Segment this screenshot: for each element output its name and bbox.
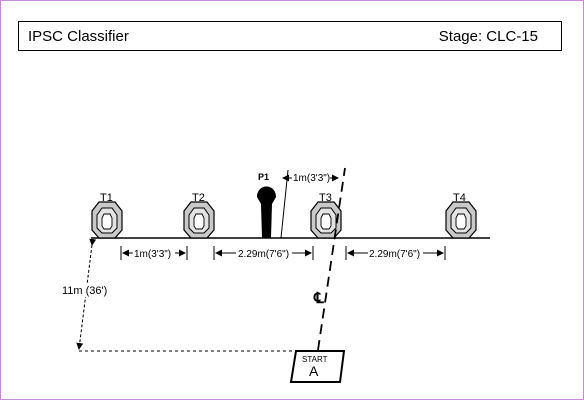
target-t1-label: T1 xyxy=(100,192,113,204)
target-t4-shape xyxy=(445,201,477,239)
start-box-shape xyxy=(289,350,346,383)
t1-t2-gap-label: 1m(3'3") xyxy=(134,249,171,260)
t2-t3-gap-label: 2.29m(7'6") xyxy=(238,249,289,260)
start-box-letter: A xyxy=(309,363,319,379)
popper-p1-label: P1 xyxy=(258,172,269,182)
stage-code: Stage: CLC-15 xyxy=(438,28,538,45)
start-box-a: START A xyxy=(289,350,346,383)
target-t1: T1 xyxy=(91,192,123,239)
target-t3: T3 xyxy=(310,192,342,239)
distance-label: 11m (36') xyxy=(62,285,107,297)
stage-header: IPSC Classifier Stage: CLC-15 xyxy=(18,21,562,51)
target-t4: T4 xyxy=(445,192,477,239)
distance-label-bg xyxy=(60,283,122,297)
p1-offset-label: 1m(3'3") xyxy=(293,173,330,184)
popper-p1: P1 xyxy=(257,172,276,238)
target-t4-label: T4 xyxy=(453,192,466,204)
target-t3-label: T3 xyxy=(319,192,332,204)
classifier-title: IPSC Classifier xyxy=(28,28,129,45)
p1-extension-line xyxy=(280,169,289,239)
start-box-label: START xyxy=(302,355,328,364)
target-t2: T2 xyxy=(183,192,215,239)
t3-t4-gap-label: 2.29m(7'6") xyxy=(369,249,420,260)
target-t2-shape xyxy=(183,201,215,239)
centerline xyxy=(317,167,346,351)
centerline-symbol: ℄ xyxy=(313,290,324,307)
popper-p1-shape xyxy=(257,186,276,238)
target-t2-label: T2 xyxy=(192,192,205,204)
target-t1-shape xyxy=(91,201,123,239)
